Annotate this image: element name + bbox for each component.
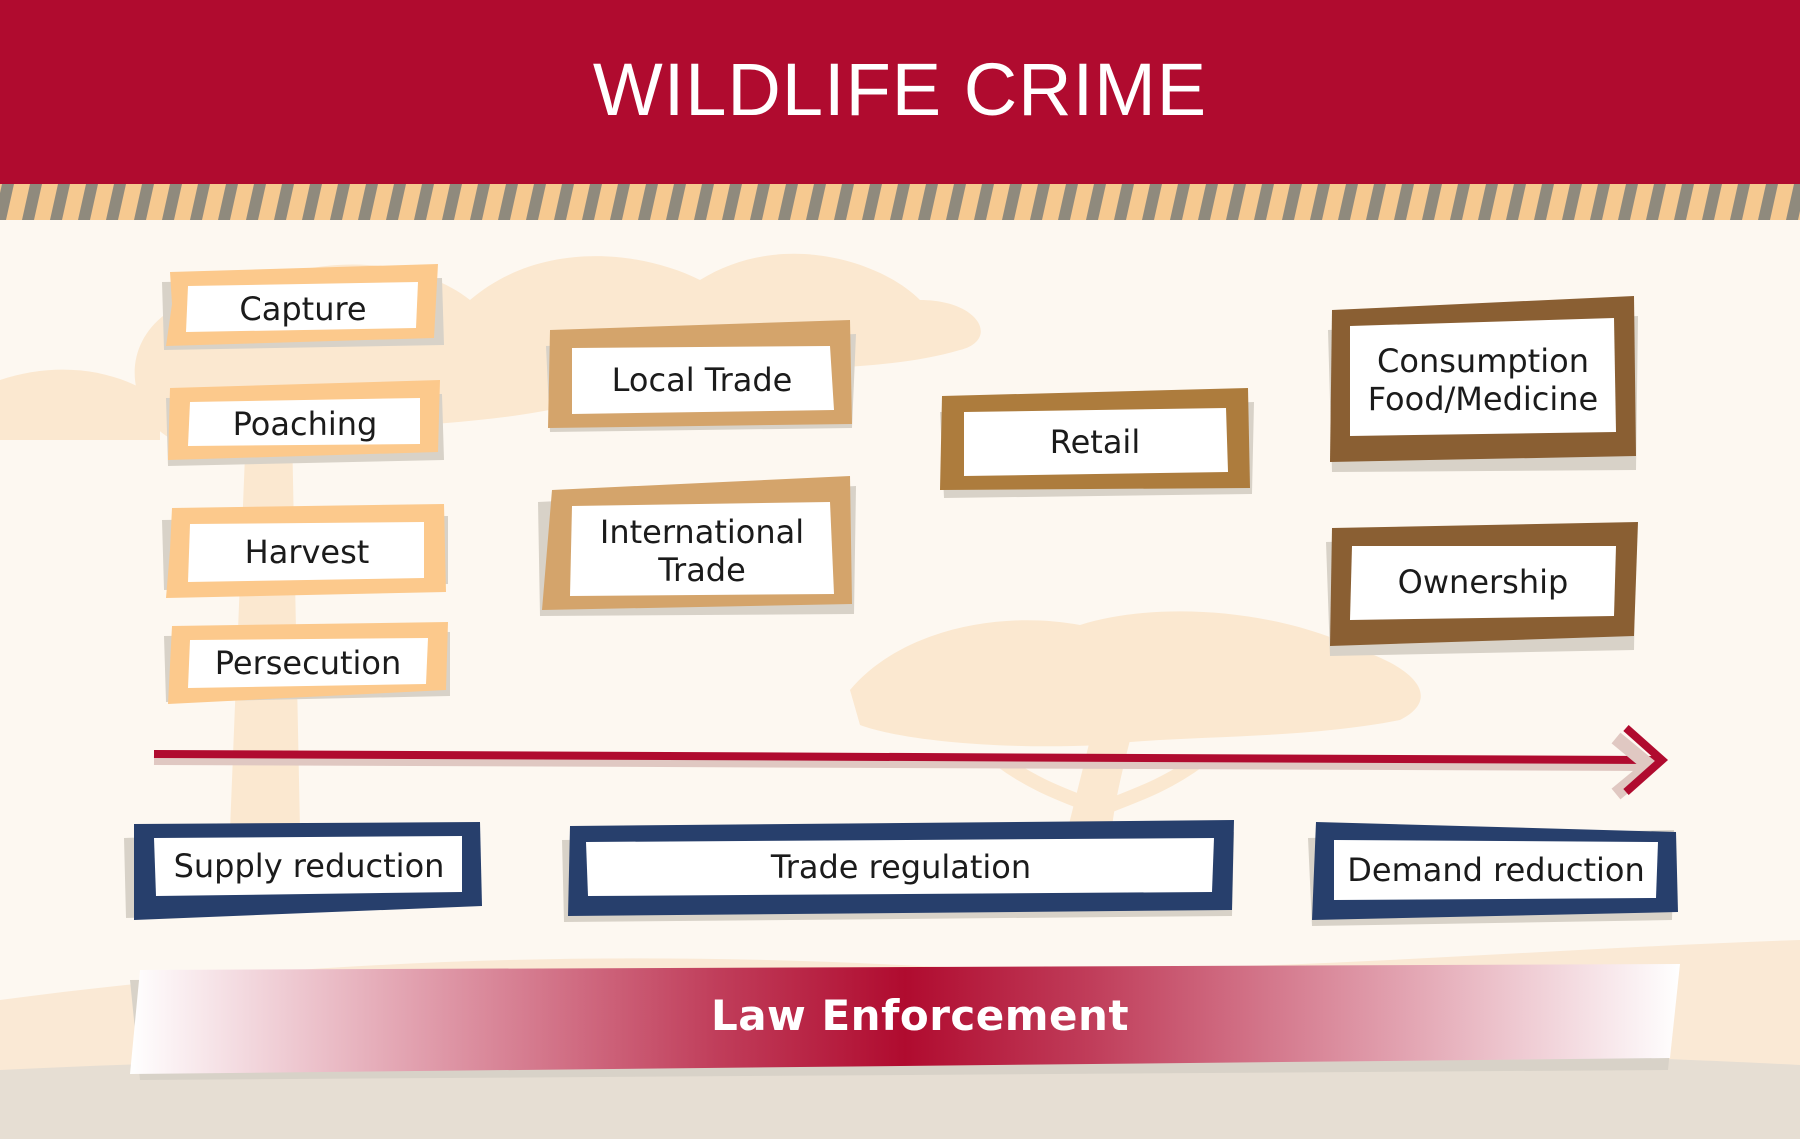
label-consumption-line2: Food/Medicine xyxy=(1367,380,1599,418)
label-retail: Retail xyxy=(1049,423,1141,461)
label-consumption-line1: Consumption xyxy=(1377,342,1589,380)
label-international-trade-line1: International xyxy=(599,513,805,551)
law-enforcement-band xyxy=(130,964,1680,1080)
value-chain-arrow xyxy=(153,725,1669,800)
label-poaching: Poaching xyxy=(232,405,378,443)
trade-frames xyxy=(538,320,856,616)
supply-frames xyxy=(162,264,450,704)
label-international-trade: International Trade xyxy=(572,506,832,596)
label-law-enforcement: Law Enforcement xyxy=(710,990,1130,1040)
page-title: WILDLIFE CRIME xyxy=(592,47,1208,131)
label-consumption: Consumption Food/Medicine xyxy=(1350,326,1616,434)
label-international-trade-line2: Trade xyxy=(658,551,746,589)
label-supply-reduction: Supply reduction xyxy=(173,847,445,885)
retail-frame xyxy=(940,388,1254,498)
zebra-stripe-border xyxy=(0,184,1800,220)
response-frames xyxy=(124,820,1678,926)
label-ownership: Ownership xyxy=(1397,563,1569,601)
label-harvest: Harvest xyxy=(244,533,370,571)
label-persecution: Persecution xyxy=(214,644,402,682)
header-band xyxy=(0,0,1800,184)
label-capture: Capture xyxy=(239,290,367,328)
label-local-trade: Local Trade xyxy=(611,361,793,399)
header: WILDLIFE CRIME xyxy=(0,0,1800,184)
demand-frames xyxy=(1326,296,1638,656)
label-trade-regulation: Trade regulation xyxy=(770,848,1032,886)
label-demand-reduction: Demand reduction xyxy=(1347,851,1645,889)
